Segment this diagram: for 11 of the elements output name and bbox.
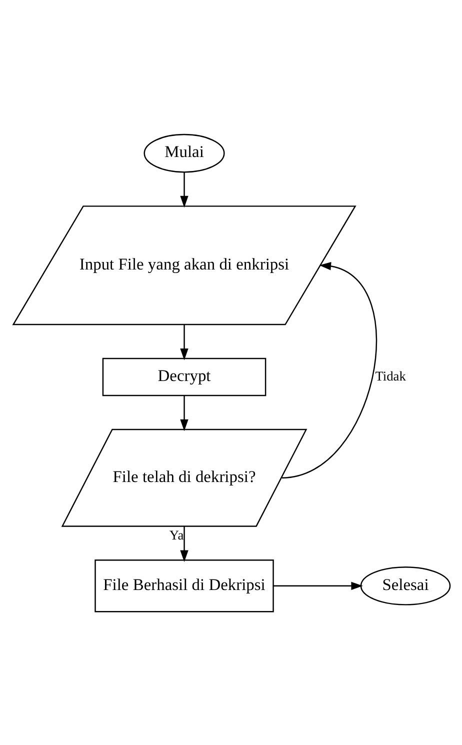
node-box: Decrypt [102, 357, 266, 396]
arrow [180, 172, 188, 208]
arrow [272, 581, 362, 590]
node-ellipse: Selesai [360, 566, 450, 605]
node-ellipse: Mulai [143, 133, 224, 172]
node-box: File Berhasil di Dekripsi [94, 559, 274, 612]
edge-label: Tidak [374, 368, 406, 383]
arrow [180, 395, 188, 431]
arrow [180, 324, 188, 360]
arrow [180, 526, 188, 562]
edge-label: Ya [168, 527, 184, 542]
